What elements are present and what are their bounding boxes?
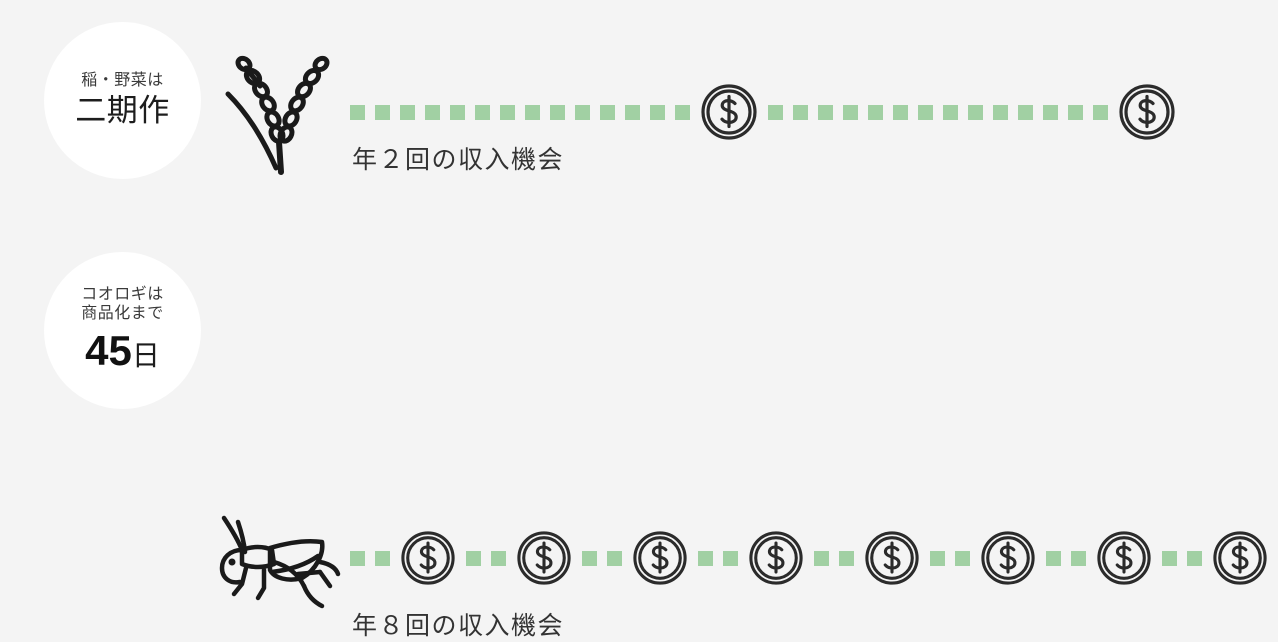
timeline-dash: [839, 550, 854, 566]
rice-plant-icon: [225, 55, 330, 175]
timeline-dash: [1187, 550, 1202, 566]
timeline-dash: [1162, 550, 1177, 566]
dollar-coin-icon: [981, 531, 1035, 585]
dollar-coin-icon: [749, 531, 803, 585]
badge-cricket-days: 45 日: [85, 325, 160, 376]
badge-rice-big-label: 二期作: [75, 93, 170, 129]
dollar-coin-icon: [633, 531, 687, 585]
timeline-dash: [525, 104, 540, 120]
timeline-dash: [893, 104, 908, 120]
timeline-dash: [868, 104, 883, 120]
timeline-dash: [698, 550, 713, 566]
timeline-dash: [582, 550, 597, 566]
timeline-dash: [1046, 550, 1061, 566]
timeline-dash: [1071, 550, 1086, 566]
timeline-dash: [450, 104, 465, 120]
timeline-dash: [491, 550, 506, 566]
timeline-dash: [600, 104, 615, 120]
cricket-icon: [219, 515, 341, 609]
timeline-dash: [993, 104, 1008, 120]
row-cricket: コオロギは 商品化まで 45 日: [0, 242, 1278, 640]
badge-cricket-small-label-2: 商品化まで: [81, 305, 164, 323]
timeline-dash: [400, 104, 415, 120]
timeline-dash: [1018, 104, 1033, 120]
dollar-coin-icon: [865, 531, 919, 585]
timeline-dash: [768, 104, 783, 120]
timeline-dash: [1043, 104, 1058, 120]
caption-rice: 年２回の収入機会: [352, 146, 565, 174]
timeline-dash: [1093, 104, 1108, 120]
timeline-dash: [650, 104, 665, 120]
badge-cricket-small-label-1: コオロギは: [81, 285, 164, 303]
badge-cricket-unit: 日: [131, 339, 160, 371]
dollar-coin-icon: [1097, 531, 1151, 585]
timeline-cricket: [350, 527, 1278, 589]
timeline-dash: [968, 104, 983, 120]
dollar-coin-icon: [401, 531, 455, 585]
timeline-dash: [814, 550, 829, 566]
badge-rice: 稲・野菜は 二期作: [44, 22, 201, 179]
timeline-dash: [625, 104, 640, 120]
dollar-coin-icon: [517, 531, 571, 585]
timeline-dash: [375, 104, 390, 120]
timeline-rice: [350, 81, 1186, 143]
row-rice: 稲・野菜は 二期作: [0, 12, 1278, 212]
badge-cricket-number: 45: [85, 326, 132, 374]
timeline-dash: [350, 104, 365, 120]
timeline-dash: [607, 550, 622, 566]
timeline-dash: [575, 104, 590, 120]
timeline-dash: [466, 550, 481, 566]
timeline-dash: [723, 550, 738, 566]
timeline-dash: [375, 550, 390, 566]
timeline-dash: [818, 104, 833, 120]
timeline-dash: [930, 550, 945, 566]
income-frequency-infographic: 稲・野菜は 二期作: [0, 12, 1278, 640]
timeline-dash: [425, 104, 440, 120]
timeline-dash: [350, 550, 365, 566]
dollar-coin-icon: [1213, 531, 1267, 585]
timeline-dash: [550, 104, 565, 120]
timeline-dash: [943, 104, 958, 120]
timeline-dash: [918, 104, 933, 120]
dollar-coin-icon: [1119, 84, 1175, 140]
timeline-dash: [955, 550, 970, 566]
timeline-dash: [843, 104, 858, 120]
caption-cricket: 年８回の収入機会: [352, 612, 565, 640]
dollar-coin-icon: [701, 84, 757, 140]
badge-rice-small-label: 稲・野菜は: [81, 71, 164, 89]
timeline-dash: [675, 104, 690, 120]
timeline-dash: [1068, 104, 1083, 120]
timeline-dash: [500, 104, 515, 120]
badge-cricket: コオロギは 商品化まで 45 日: [44, 252, 201, 409]
timeline-dash: [793, 104, 808, 120]
timeline-dash: [475, 104, 490, 120]
